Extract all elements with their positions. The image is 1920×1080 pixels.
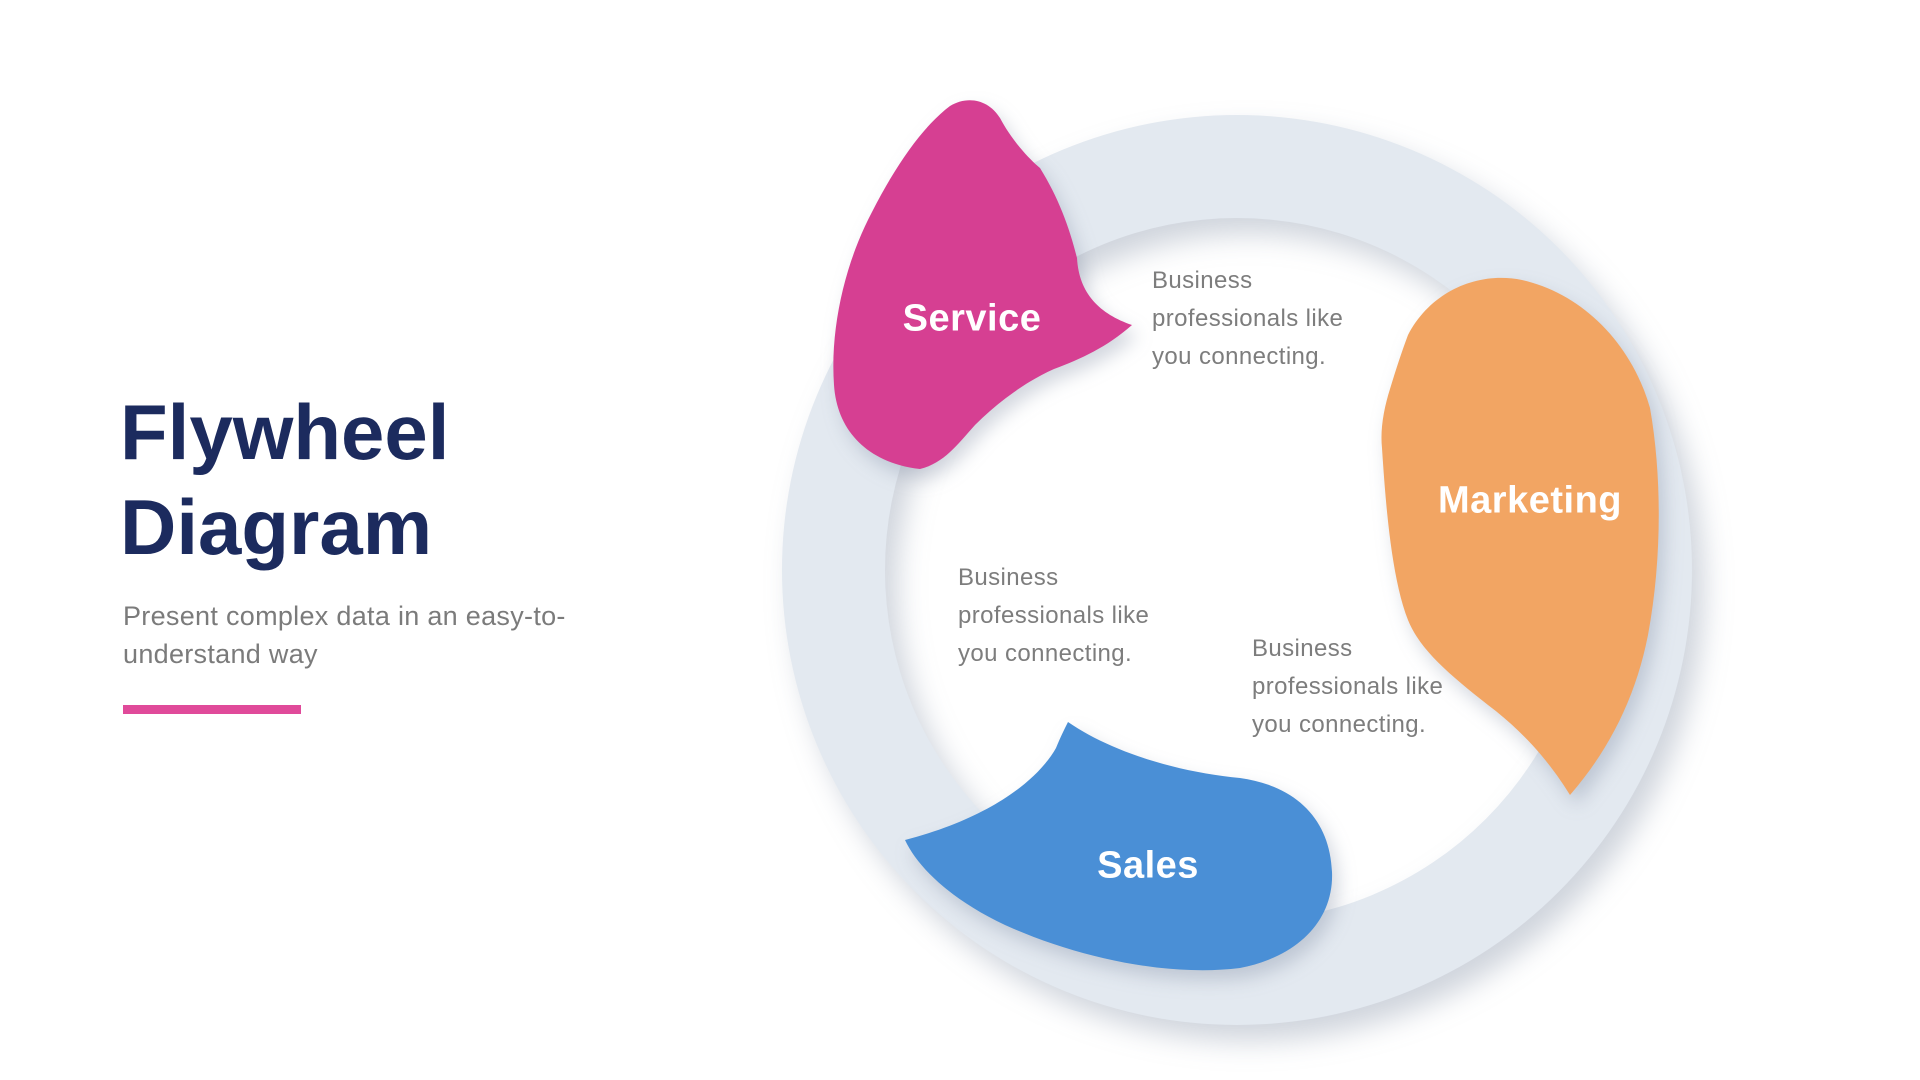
page-title: Flywheel Diagram (120, 385, 640, 575)
description-line: Business (1252, 635, 1353, 662)
description-line: professionals like (1252, 673, 1444, 700)
page-title-line2: Diagram (120, 483, 433, 571)
segment-label-service: Service (902, 297, 1042, 340)
description-line: you connecting. (1152, 343, 1327, 370)
description-line: you connecting. (958, 640, 1133, 667)
accent-divider (123, 705, 301, 714)
service-shape (833, 100, 1132, 470)
page-subtitle: Present complex data in an easy-to-under… (123, 601, 566, 669)
description-block-sales: Business professionals like you connecti… (958, 559, 1149, 673)
description-block-service: Business professionals like you connecti… (1152, 262, 1343, 376)
segment-label-sales: Sales (1097, 844, 1199, 887)
description-block-marketing: Business professionals like you connecti… (1252, 630, 1443, 744)
description-line: Business (958, 564, 1059, 591)
page-title-line1: Flywheel (120, 388, 450, 476)
intro-section: Flywheel Diagram Present complex data in… (120, 0, 640, 1080)
description-line: you connecting. (1252, 711, 1427, 738)
marketing-shape (1381, 277, 1659, 795)
segment-label-marketing: Marketing (1438, 479, 1622, 522)
sales-shape (905, 722, 1333, 971)
description-line: professionals like (1152, 305, 1344, 332)
description-line: Business (1152, 267, 1253, 294)
description-line: professionals like (958, 602, 1150, 629)
